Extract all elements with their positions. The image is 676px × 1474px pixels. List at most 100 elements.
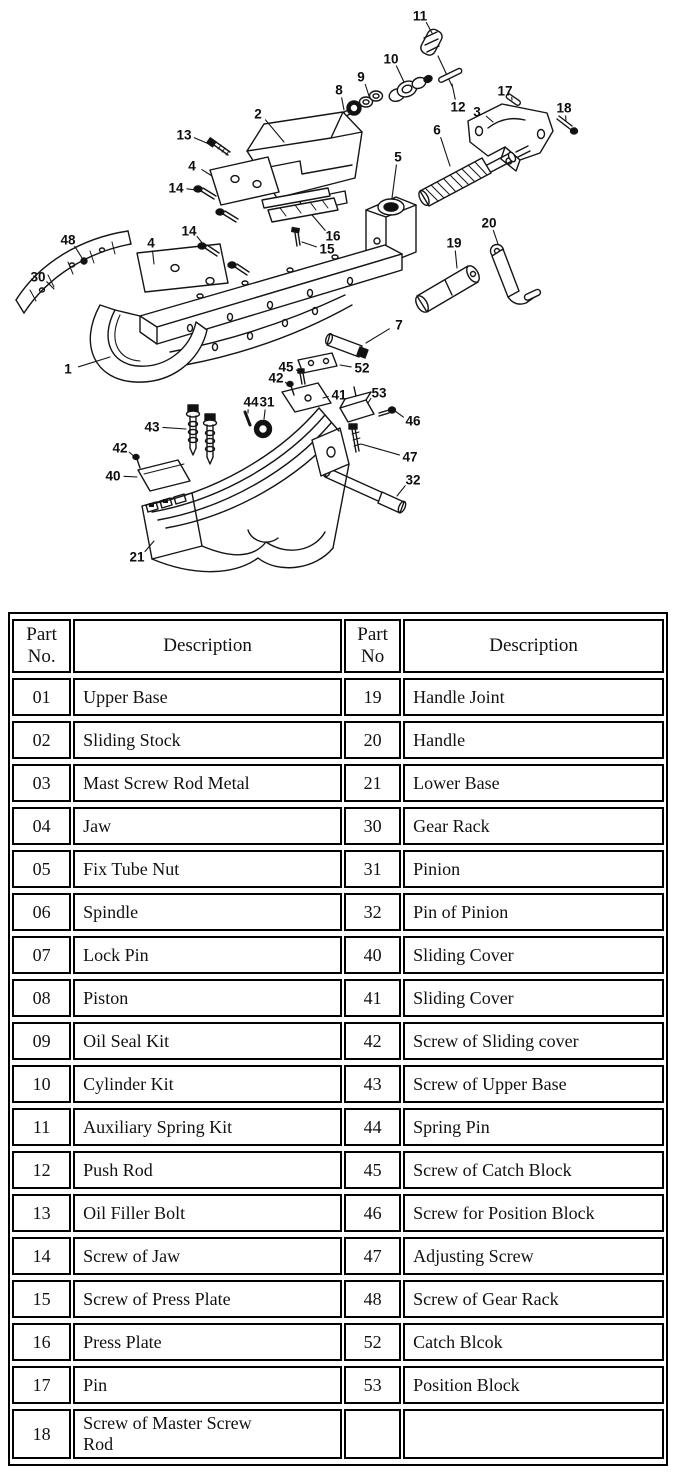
callout-number: 14 bbox=[181, 224, 197, 239]
description-cell: Catch Blcok bbox=[403, 1323, 664, 1361]
callout-number: 42 bbox=[112, 441, 127, 456]
part-no-cell: 13 bbox=[12, 1194, 72, 1232]
leader-line bbox=[201, 169, 213, 177]
leader-line bbox=[394, 410, 404, 418]
header-part-no-left: Part No. bbox=[12, 619, 72, 673]
part-no-cell: 16 bbox=[12, 1323, 72, 1361]
leader-line bbox=[364, 83, 370, 97]
part-no-cell: 44 bbox=[344, 1108, 402, 1146]
description-cell: Oil Filler Bolt bbox=[73, 1194, 342, 1232]
callout-number: 5 bbox=[394, 150, 402, 165]
leader-line bbox=[391, 164, 397, 199]
part-no-cell: 08 bbox=[12, 979, 72, 1017]
callout-number: 43 bbox=[144, 420, 160, 435]
part-no-cell: 20 bbox=[344, 721, 402, 759]
callout-number: 20 bbox=[481, 216, 496, 231]
part-no-cell: 42 bbox=[344, 1022, 402, 1060]
table-header-row: Part No. Description Part No Description bbox=[12, 619, 664, 673]
part-cylinder-kit bbox=[388, 74, 433, 103]
part-pinion bbox=[253, 419, 273, 439]
leader-line bbox=[74, 245, 83, 259]
leader-line bbox=[186, 188, 197, 191]
description-cell: Screw of Master Screw Rod bbox=[73, 1409, 342, 1459]
callout-number: 9 bbox=[357, 70, 365, 85]
leader-line bbox=[341, 97, 345, 111]
description-cell: Pinion bbox=[403, 850, 664, 888]
part-upper-base bbox=[89, 244, 403, 383]
leader-line bbox=[78, 356, 111, 368]
part-no-cell: 41 bbox=[344, 979, 402, 1017]
leader-line bbox=[322, 395, 329, 399]
part-no-cell: 11 bbox=[12, 1108, 72, 1146]
part-position-block bbox=[339, 386, 375, 423]
callout-number: 45 bbox=[278, 360, 294, 375]
description-cell: Oil Seal Kit bbox=[73, 1022, 342, 1060]
description-cell: Pin bbox=[73, 1366, 342, 1404]
description-cell: Spring Pin bbox=[403, 1108, 664, 1146]
callout-number: 18 bbox=[556, 101, 572, 116]
part-no-cell: 40 bbox=[344, 936, 402, 974]
header-part-no-right: Part No bbox=[344, 619, 402, 673]
part-adjusting-screw bbox=[348, 423, 362, 453]
description-cell: Sliding Cover bbox=[403, 979, 664, 1017]
part-lock-pin bbox=[324, 333, 369, 359]
part-pin-of-pinion bbox=[322, 466, 407, 514]
description-cell: Screw of Jaw bbox=[73, 1237, 342, 1275]
leader-line bbox=[451, 83, 456, 100]
description-cell: Adjusting Screw bbox=[403, 1237, 664, 1275]
leader-line bbox=[440, 136, 451, 167]
part-no-cell: 03 bbox=[12, 764, 72, 802]
part-no-cell: 14 bbox=[12, 1237, 72, 1275]
part-lower-base bbox=[141, 407, 350, 573]
description-cell: Lower Base bbox=[403, 764, 664, 802]
leader-line bbox=[128, 451, 137, 459]
callout-number: 14 bbox=[168, 181, 184, 196]
part-no-cell: 17 bbox=[12, 1366, 72, 1404]
leader-line bbox=[162, 426, 187, 430]
callout-number: 17 bbox=[497, 84, 512, 99]
part-screws-of-jaw-upper bbox=[193, 185, 239, 223]
part-no-cell: 01 bbox=[12, 678, 72, 716]
part-screw-of-gear-rack bbox=[80, 257, 88, 265]
description-cell: Pin of Pinion bbox=[403, 893, 664, 931]
callout-number: 11 bbox=[413, 9, 428, 24]
description-cell: Push Rod bbox=[73, 1151, 342, 1189]
part-no-cell: 53 bbox=[344, 1366, 402, 1404]
diagram-line-art: 1110981221317318654141615144483012019752… bbox=[15, 9, 579, 573]
description-cell: Press Plate bbox=[73, 1323, 342, 1361]
callout-number: 41 bbox=[331, 388, 347, 403]
callout-number: 2 bbox=[254, 107, 262, 122]
part-screws-of-jaw-lower bbox=[197, 242, 250, 276]
description-cell: Screw of Press Plate bbox=[73, 1280, 342, 1318]
part-spindle bbox=[418, 145, 531, 207]
part-spring-pin bbox=[243, 410, 252, 427]
part-no-cell: 46 bbox=[344, 1194, 402, 1232]
description-cell: Spindle bbox=[73, 893, 342, 931]
callout-number: 12 bbox=[450, 100, 465, 115]
leader-line bbox=[284, 381, 290, 387]
part-screw-of-press-plate bbox=[290, 226, 301, 247]
leader-line bbox=[295, 369, 300, 373]
part-pin bbox=[505, 93, 521, 106]
part-no-cell: 30 bbox=[344, 807, 402, 845]
part-no-cell: 45 bbox=[344, 1151, 402, 1189]
callout-number: 15 bbox=[319, 242, 335, 257]
callout-number: 47 bbox=[402, 450, 417, 465]
part-screws-of-upper-base bbox=[185, 404, 218, 465]
callout-number: 32 bbox=[405, 473, 420, 488]
header-description-right: Description bbox=[403, 619, 664, 673]
callout-number: 1 bbox=[64, 362, 72, 377]
callout-number: 19 bbox=[446, 236, 461, 251]
description-cell: Sliding Stock bbox=[73, 721, 342, 759]
description-cell: Piston bbox=[73, 979, 342, 1017]
part-no-cell: 43 bbox=[344, 1065, 402, 1103]
description-cell: Auxiliary Spring Kit bbox=[73, 1108, 342, 1146]
